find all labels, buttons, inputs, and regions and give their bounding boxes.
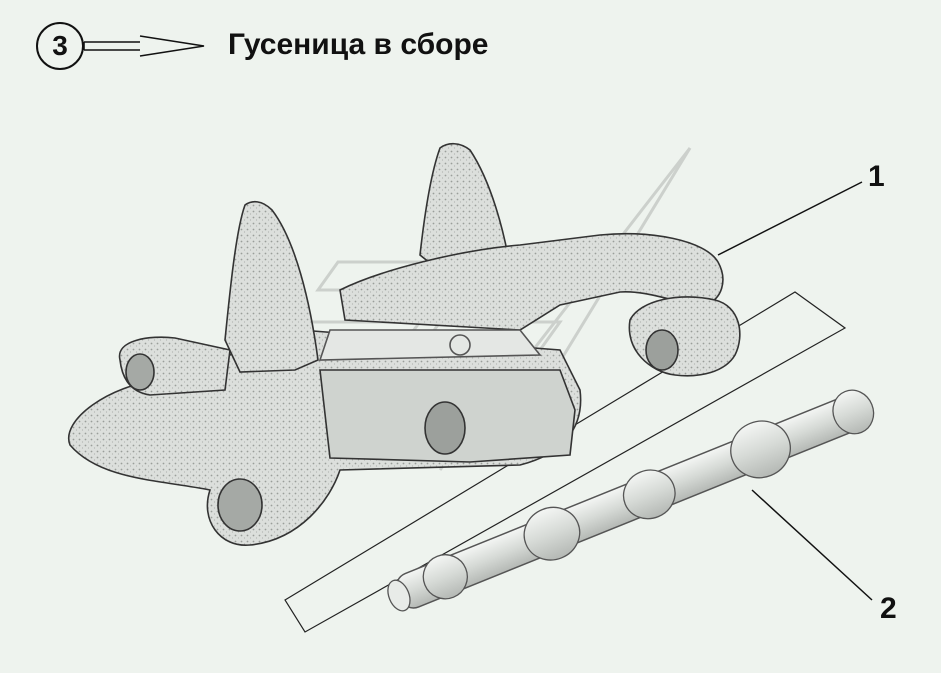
header-arrow xyxy=(83,35,205,57)
track-pin xyxy=(387,389,875,612)
callout-label-1: 1 xyxy=(868,160,885,193)
leader-line-1 xyxy=(717,181,863,256)
section-number-badge: 3 xyxy=(36,22,84,70)
pin-plate-outline xyxy=(284,291,847,633)
callout-label-2: 2 xyxy=(880,592,897,625)
track-shoe xyxy=(67,142,741,546)
section-title: Гусеница в сборе xyxy=(228,28,489,61)
leader-line-2 xyxy=(751,489,873,601)
